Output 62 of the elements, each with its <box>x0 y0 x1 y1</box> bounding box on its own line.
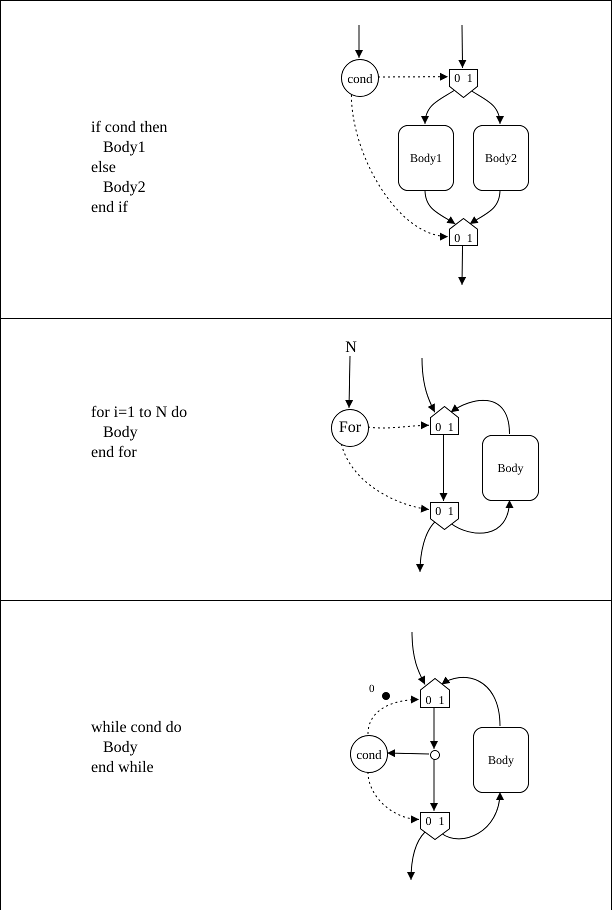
code-line: end if <box>91 198 129 218</box>
arrow <box>450 400 510 434</box>
multiplexer-gate <box>449 69 478 98</box>
body-box: Body2 <box>473 125 529 191</box>
arrow <box>430 758 438 812</box>
arrow <box>458 244 466 286</box>
gate-input-label: 1 <box>438 814 444 828</box>
arrow <box>450 500 513 534</box>
code-line: while cond do <box>91 718 182 738</box>
code-line: Body1 <box>102 138 147 158</box>
multiplexer-gate <box>430 406 459 435</box>
arrow <box>386 749 430 758</box>
body-box: Body <box>482 435 539 501</box>
arrow <box>407 832 426 880</box>
arrow <box>469 190 500 224</box>
token-value-label: 0 <box>369 684 374 695</box>
body-box: Body1 <box>398 125 454 191</box>
arrow <box>458 24 466 68</box>
multiplexer-gate <box>430 502 459 530</box>
gate-input-label: 0 <box>435 504 442 518</box>
arrow <box>412 632 426 685</box>
input-label: N <box>342 339 360 357</box>
code-line: end while <box>91 758 155 778</box>
dotted-arrow <box>340 444 430 512</box>
code-line: Body <box>102 423 139 443</box>
dotted-arrow <box>368 696 420 734</box>
gate-input-label: 0 <box>426 814 432 828</box>
code-line: end for <box>91 443 138 463</box>
gate-input-label: 1 <box>438 693 444 707</box>
gate-input-label: 0 <box>454 231 460 245</box>
arrow <box>416 522 436 572</box>
code-line: Body2 <box>102 178 147 198</box>
gate-input-label: 1 <box>466 71 473 85</box>
code-line: else <box>91 158 117 178</box>
arrow <box>422 89 456 124</box>
multiplexer-gate <box>420 812 450 840</box>
multiplexer-gate <box>420 678 450 708</box>
arrow <box>469 89 504 124</box>
gate-input-label: 0 <box>435 420 442 434</box>
arrow <box>441 676 500 726</box>
dotted-arrow <box>368 772 420 823</box>
arrow <box>440 434 448 502</box>
gate-input-label: 1 <box>448 420 454 434</box>
gate-input-label: 1 <box>466 231 473 245</box>
code-line: if cond then <box>91 118 168 138</box>
body-box: Body <box>473 727 529 793</box>
code-line: for i=1 to N do <box>91 403 188 423</box>
arrow <box>422 358 436 413</box>
panel <box>0 0 612 318</box>
arrow <box>355 24 363 58</box>
arrow <box>430 706 438 750</box>
arrow <box>441 792 504 840</box>
arrow <box>424 190 456 224</box>
arrow <box>345 356 354 408</box>
gate-input-label: 0 <box>454 71 460 85</box>
panel <box>0 318 612 600</box>
gate-input-label: 1 <box>448 504 454 518</box>
multiplexer-gate <box>449 218 478 246</box>
code-line: Body <box>102 738 139 758</box>
gate-input-label: 0 <box>426 693 432 707</box>
panel <box>0 600 612 910</box>
dotted-arrow <box>350 94 448 240</box>
